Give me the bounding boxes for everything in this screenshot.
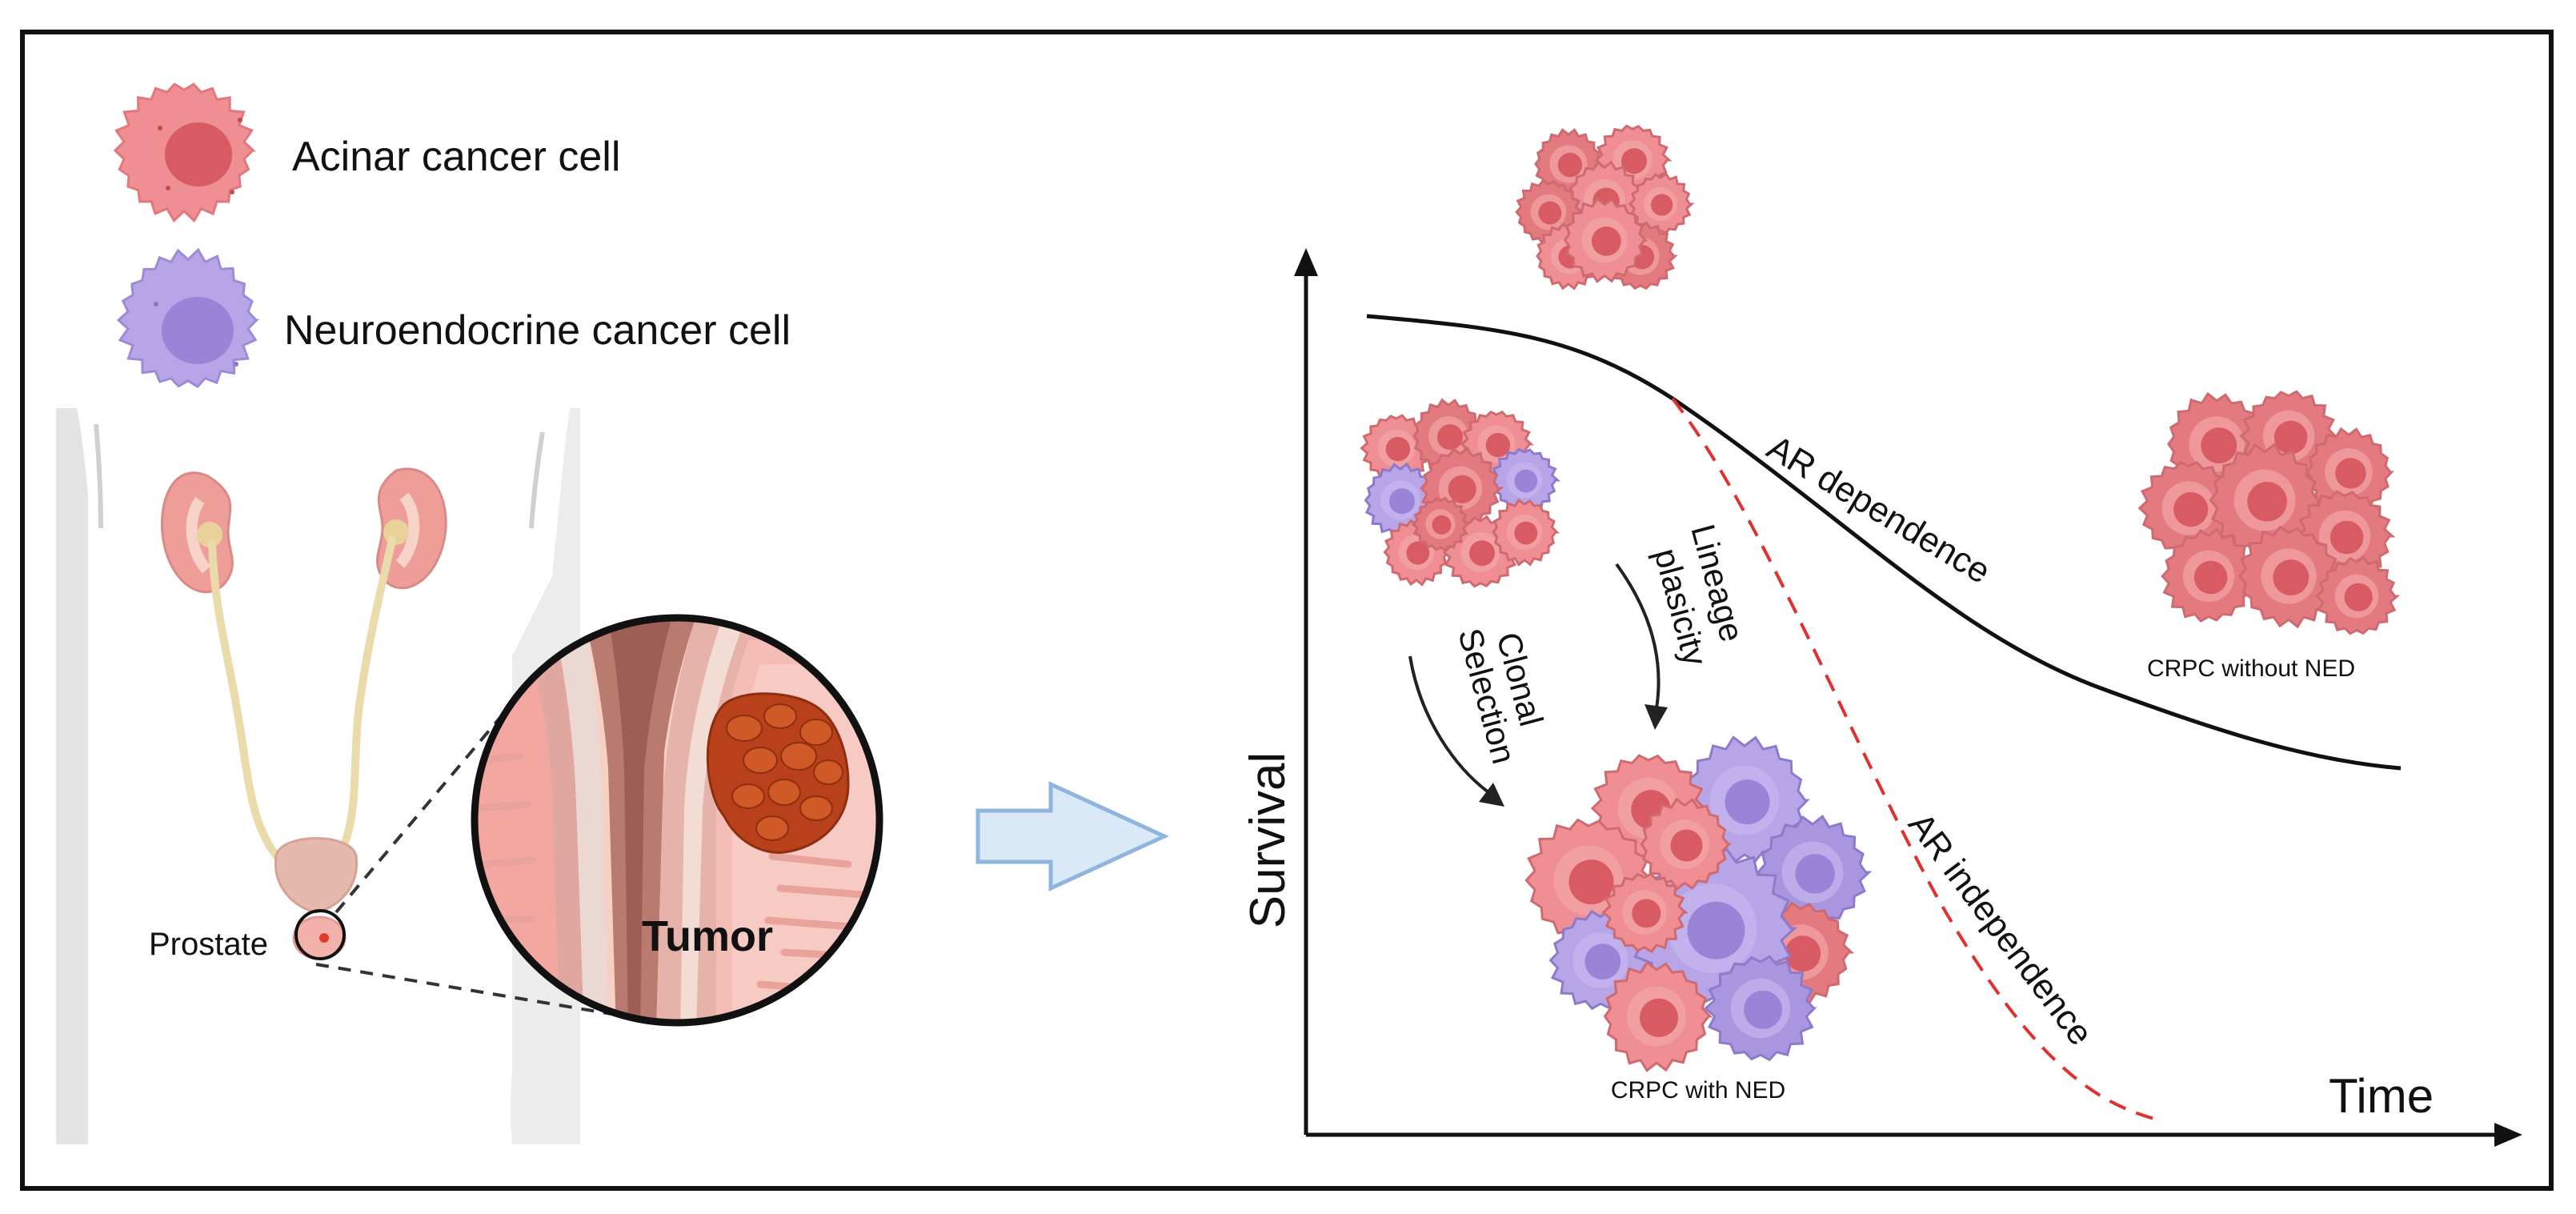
prostate-label: Prostate <box>149 927 268 962</box>
ar-independence-curve <box>1671 397 2161 1122</box>
tumor-label: Tumor <box>642 912 773 960</box>
transition-arrow <box>976 781 1170 891</box>
body-silhouette <box>56 408 580 1144</box>
ar-dependence-curve <box>1366 314 2402 771</box>
prostate-zoom-marker <box>294 909 346 960</box>
acinar-cell-icon <box>113 82 257 223</box>
clonal-selection-arrow <box>1408 655 1504 807</box>
graph-axes <box>1294 248 2522 1147</box>
crpc-with-ned-label: CRPC with NED <box>1611 1077 1785 1104</box>
zoom-line-bottom <box>315 963 617 1016</box>
bladder <box>274 837 359 914</box>
neuroendocrine-legend-label: Neuroendocrine cancer cell <box>284 307 791 354</box>
mixed-early-cluster <box>1360 398 1561 588</box>
right-ureter <box>332 536 396 864</box>
figure-border <box>20 30 2554 1191</box>
x-axis-label: Time <box>2329 1069 2434 1123</box>
acinar-legend-label: Acinar cancer cell <box>292 134 620 180</box>
crpc-without-ned-cluster <box>2137 390 2401 635</box>
y-axis-label: Survival <box>1240 752 1296 929</box>
lineage-plasticity-arrow <box>1615 563 1668 730</box>
neuroendocrine-cell-icon <box>116 247 260 389</box>
tumor-mass <box>706 692 850 854</box>
crpc-without-ned-label: CRPC without NED <box>2147 655 2355 682</box>
prostate <box>292 909 347 960</box>
crpc-with-ned-cluster <box>1524 735 1873 1072</box>
left-ureter <box>208 540 284 864</box>
legend: Acinar cancer cell Neuroendocrine cancer… <box>113 82 791 389</box>
initial-acinar-cluster <box>1515 124 1695 290</box>
